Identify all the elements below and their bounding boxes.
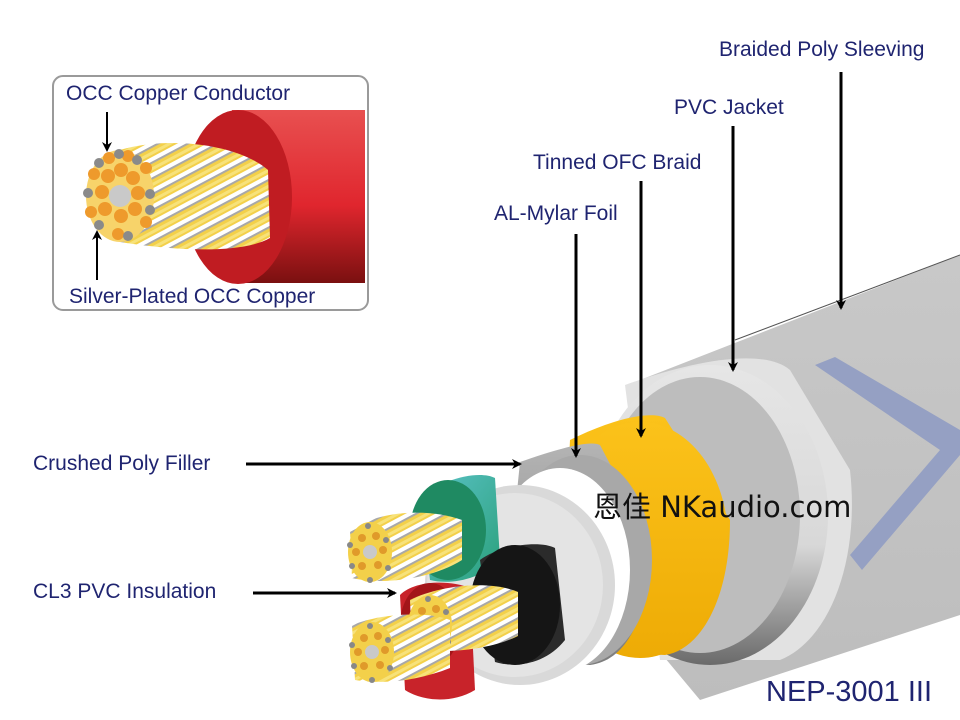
inset-conductor-face xyxy=(83,149,155,242)
model-title: NEP-3001 III xyxy=(766,676,933,708)
conductor-green xyxy=(347,474,500,583)
label-tinned-ofc-braid: Tinned OFC Braid xyxy=(533,151,702,174)
callout-arrows xyxy=(246,72,846,598)
label-pvc-jacket: PVC Jacket xyxy=(674,96,784,119)
label-braided-poly-sleeving: Braided Poly Sleeving xyxy=(719,38,925,61)
inset-strand-bundle xyxy=(120,142,270,250)
sleeving-braid-stripe xyxy=(815,357,960,570)
inset-label-occ-copper-conductor: OCC Copper Conductor xyxy=(66,82,291,105)
label-al-mylar-foil: AL-Mylar Foil xyxy=(494,202,618,225)
label-crushed-poly-filler: Crushed Poly Filler xyxy=(33,452,211,475)
inset-label-silver-plated-occ-copper: Silver-Plated OCC Copper xyxy=(69,285,316,308)
watermark-nkaudio: 恩佳 NKaudio.com xyxy=(593,490,852,524)
main-cable xyxy=(347,254,960,700)
label-cl3-pvc-insulation: CL3 PVC Insulation xyxy=(33,580,217,603)
conductor-strands-front xyxy=(349,585,518,683)
inset-panel xyxy=(52,75,369,311)
